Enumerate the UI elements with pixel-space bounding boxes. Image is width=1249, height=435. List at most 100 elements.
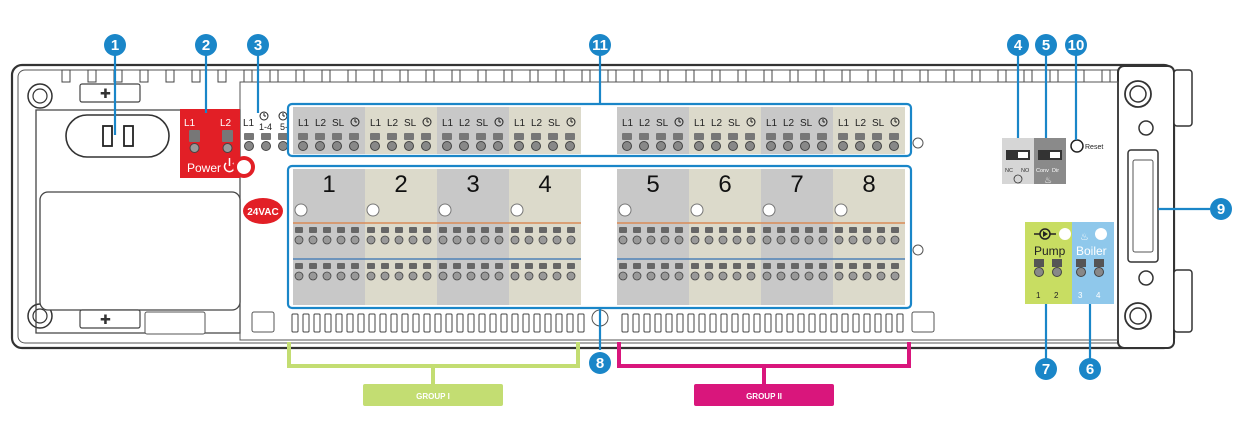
zone-terminal-label: L1 [622, 118, 634, 129]
aux-14-label: 1-4 [259, 122, 272, 132]
zone-strip: L1 L2 SL [833, 107, 905, 154]
zone-terminal-label: SL [800, 118, 813, 129]
zone-block: 1 [293, 169, 365, 305]
callout-badge: 2 [195, 34, 217, 56]
zone-terminal-label: L2 [855, 118, 867, 129]
svg-text:✚: ✚ [100, 312, 111, 327]
power-led [237, 160, 251, 174]
switch-no-label: NO [1021, 168, 1030, 174]
zone-number: 4 [538, 171, 551, 198]
zone-blocks: 1 2 3 4 5 6 7 8 [293, 169, 905, 305]
boiler-label: Boiler [1076, 244, 1107, 258]
callout-number: 8 [596, 355, 604, 372]
zone-strip: L1 L2 SL [617, 107, 689, 154]
zone-terminal-label: SL [656, 118, 669, 129]
zone-strip: L1 L2 SL [509, 107, 581, 154]
zone-led [618, 203, 632, 217]
svg-text:✚: ✚ [100, 86, 111, 101]
zone-terminal-label: SL [872, 118, 885, 129]
zone-terminal-label: L1 [766, 118, 778, 129]
callout-badge: 9 [1210, 198, 1232, 220]
voltage-label: 24VAC [247, 207, 279, 218]
flame-icon: ♨ [1044, 175, 1052, 185]
callout-number: 11 [592, 37, 608, 54]
zone-terminal-label: SL [728, 118, 741, 129]
boiler-flame-icon: ♨ [1080, 232, 1089, 243]
pump-label: Pump [1034, 244, 1066, 258]
callout-number: 2 [202, 37, 210, 54]
group-i-label: GROUP I [416, 392, 450, 401]
callout-badge: 4 [1007, 34, 1029, 56]
zone-block: 8 [833, 169, 905, 305]
zone-terminal-label: SL [548, 118, 561, 129]
zone-strip: L1 L2 SL [761, 107, 833, 154]
zone-terminal-label: L1 [442, 118, 454, 129]
zone-terminal-label: L2 [531, 118, 543, 129]
zone-led [834, 203, 848, 217]
callout-badge: 10 [1065, 34, 1087, 56]
zone-number: 8 [862, 171, 875, 198]
pump-pin-1: 1 [1036, 291, 1041, 300]
zone-terminal-label: L1 [298, 118, 310, 129]
callout-number: 1 [111, 37, 119, 54]
group-i-bracket: GROUP I [287, 342, 580, 406]
controller-housing: ✚ ✚ [10, 63, 1193, 350]
zone-block: 4 [509, 169, 581, 305]
pump-icon [1034, 228, 1056, 240]
zone-terminal-label: L1 [694, 118, 706, 129]
zone-block: 6 [689, 169, 761, 305]
callout-badge: 11 [589, 34, 611, 56]
zone-number: 5 [646, 171, 659, 198]
reset-label: Reset [1085, 144, 1103, 151]
boiler-pin-3: 3 [1078, 291, 1083, 300]
pump-symbol-icon [1013, 174, 1023, 184]
boiler-pin-4: 4 [1096, 291, 1101, 300]
power-terminal-block: L1 L2 Power [180, 109, 255, 178]
zone-number: 3 [466, 171, 479, 198]
nc-no-switch[interactable]: NC NO [1002, 138, 1034, 184]
callout-badge: 3 [247, 34, 269, 56]
zone-led [510, 203, 524, 217]
zone-led [690, 203, 704, 217]
zone-led [438, 203, 452, 217]
switch-nc-label: NC [1005, 168, 1013, 174]
callout-number: 9 [1217, 201, 1225, 218]
zone-number: 7 [790, 171, 803, 198]
zone-terminal-label: L1 [838, 118, 850, 129]
pump-pin-2: 2 [1054, 291, 1059, 300]
voltage-badge: 24VAC [243, 198, 283, 224]
zone-terminal-label: L1 [514, 118, 526, 129]
zone-terminal-label: L2 [315, 118, 327, 129]
zone-number: 2 [394, 171, 407, 198]
group-ii-label: GROUP II [746, 392, 782, 401]
callout-number: 7 [1042, 361, 1050, 378]
zone-terminal-label: L2 [783, 118, 795, 129]
zone-terminal-label: L2 [387, 118, 399, 129]
pump-led [1059, 228, 1071, 240]
zone-block: 7 [761, 169, 833, 305]
callout-badge: 7 [1035, 358, 1057, 380]
boiler-mode-switch[interactable]: Conv Dir ♨ [1034, 138, 1066, 185]
power-l1-label: L1 [184, 118, 196, 129]
callout-badge: 1 [104, 34, 126, 56]
power-l2-label: L2 [220, 118, 232, 129]
zone-terminal-strips: L1 L2 SL L1 L2 SL L1 L2 SL L1 L2 SL L1 L2 SL L1 L2 SL L1 L2… [293, 107, 905, 154]
zone-terminal-label: SL [404, 118, 417, 129]
aux-l1-label: L1 [243, 118, 255, 129]
zone-terminal-label: L2 [639, 118, 651, 129]
zone-terminal-label: L2 [459, 118, 471, 129]
pump-terminal-block: Pump 1 2 [1025, 222, 1072, 304]
callout-number: 3 [254, 37, 262, 54]
zone-block: 5 [617, 169, 689, 305]
zone-number: 6 [718, 171, 731, 198]
callout-number: 6 [1086, 361, 1094, 378]
aux-5-label: 5- [280, 122, 288, 132]
zone-number: 1 [322, 171, 335, 198]
callout-badge: 8 [589, 352, 611, 374]
callout-number: 4 [1014, 37, 1023, 54]
